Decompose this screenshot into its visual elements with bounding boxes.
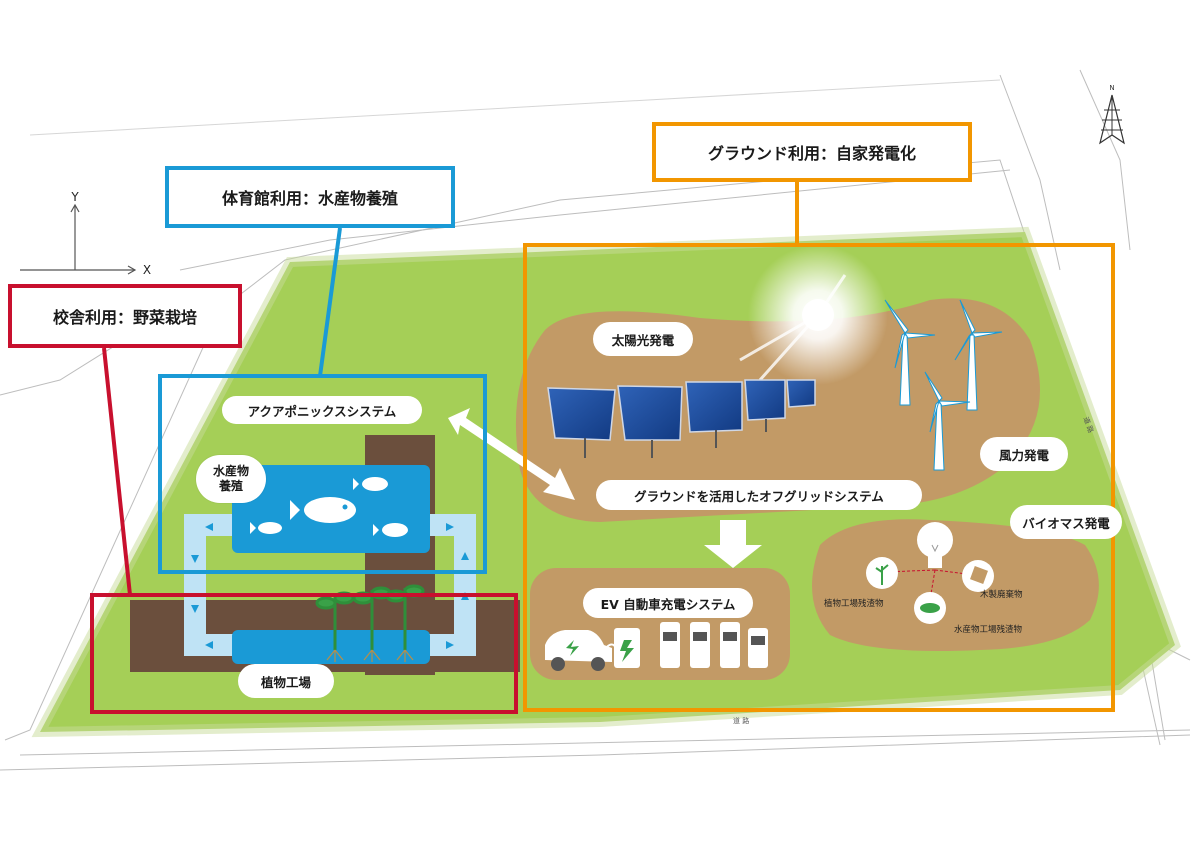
x-axis-label: X bbox=[142, 263, 152, 277]
plant-residue-label: 植物工場残渣物 bbox=[824, 599, 884, 609]
ground-frame bbox=[523, 243, 1115, 712]
car-icon bbox=[545, 630, 612, 671]
lightbulb-icon bbox=[917, 522, 953, 568]
plant-tank bbox=[232, 630, 430, 664]
biomass-area bbox=[812, 519, 1099, 651]
fish-farming-label: 水産物 養殖 bbox=[196, 455, 266, 503]
plant-factory-label: 植物工場 bbox=[238, 664, 334, 698]
down-arrow-icon bbox=[704, 520, 762, 568]
xy-axes bbox=[20, 203, 137, 275]
school-frame-label: 校舎利用：野菜栽培 bbox=[8, 284, 242, 348]
compass-icon: N bbox=[1099, 84, 1125, 145]
fish-residue-label: 水産物工場残渣物 bbox=[954, 625, 1023, 635]
wind-power-label: 風力発電 bbox=[980, 437, 1068, 471]
svg-text:N: N bbox=[1109, 84, 1114, 92]
ground-frame-label: グラウンド利用：自家発電化 bbox=[652, 122, 972, 182]
fish-icon bbox=[250, 477, 408, 537]
solar-power-label: 太陽光発電 bbox=[593, 322, 693, 356]
gym-frame-label: 体育館利用：水産物養殖 bbox=[165, 166, 455, 228]
wood-waste-label: 木製廃棄物 bbox=[980, 590, 1023, 600]
wind-turbine-icon bbox=[884, 299, 1003, 471]
arrow-icon bbox=[448, 408, 575, 500]
charger-icon bbox=[603, 622, 768, 668]
y-axis-label: Y bbox=[71, 190, 79, 204]
solar-panel-icon bbox=[547, 379, 816, 458]
aquaponics-system-label: アクアポニックスシステム bbox=[222, 396, 422, 424]
road-label-bottom: 道 路 bbox=[733, 717, 750, 725]
school-frame bbox=[90, 593, 518, 714]
biomass-power-label: バイオマス発電 bbox=[1010, 505, 1122, 539]
gym-frame bbox=[158, 374, 487, 574]
offgrid-system-label: グラウンドを活用したオフグリッドシステム bbox=[596, 480, 922, 510]
ev-charging-label: EV 自動車充電システム bbox=[583, 588, 753, 618]
